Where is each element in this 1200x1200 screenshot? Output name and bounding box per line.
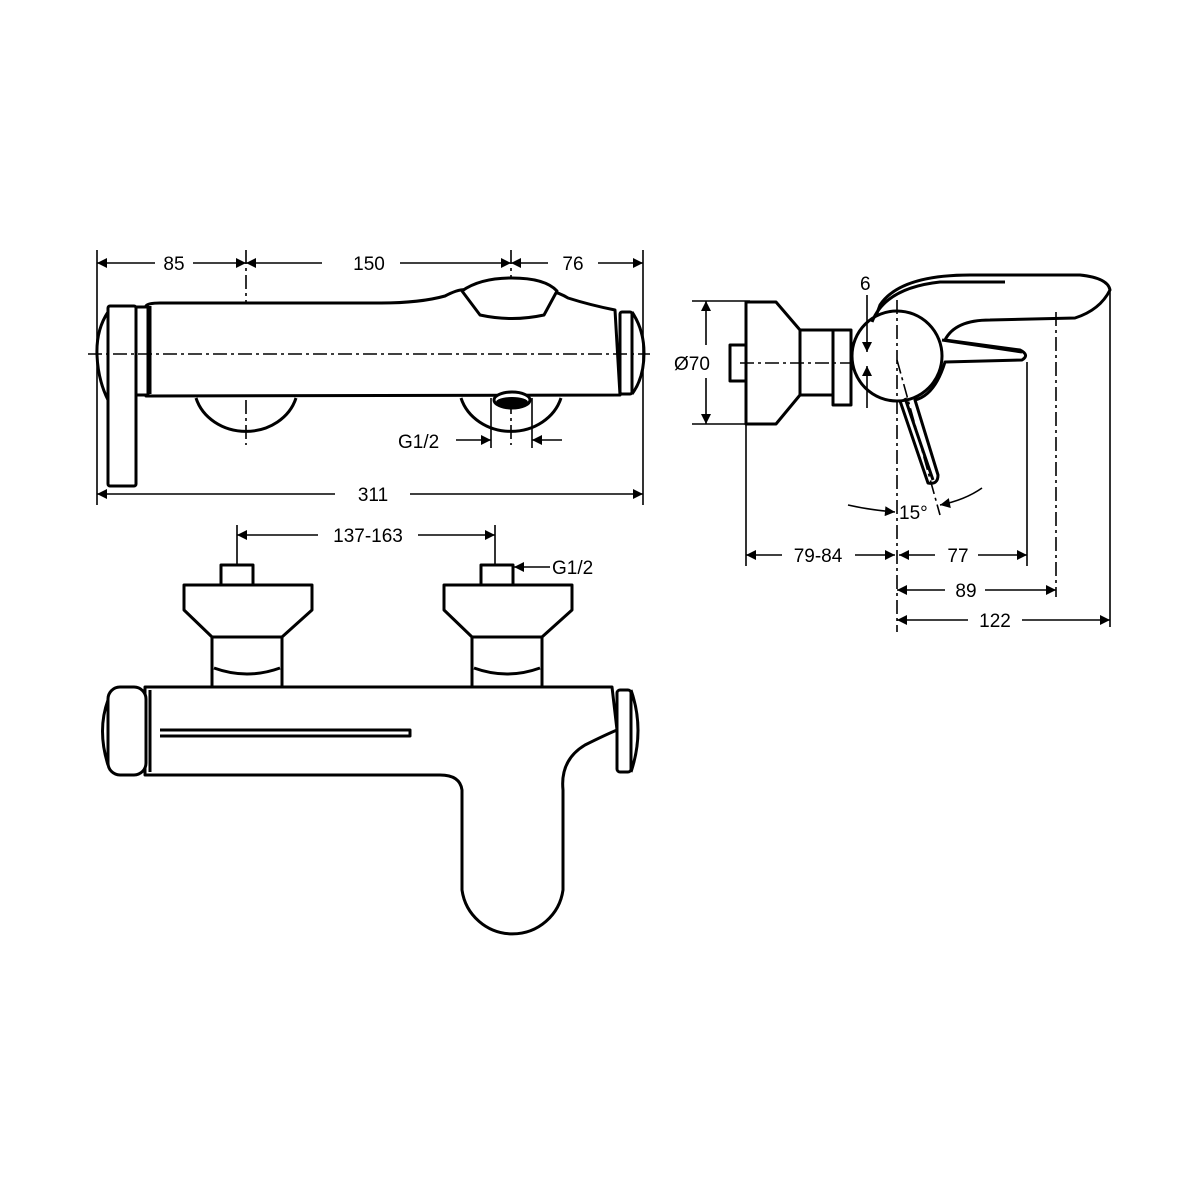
dim-76-label: 76 (562, 254, 583, 275)
connector-stem (470, 635, 544, 689)
rosette-outline (459, 397, 563, 433)
end-cap-dome (629, 689, 640, 773)
end-cap (618, 310, 634, 396)
outlet-thread-label: G1/2 (398, 432, 439, 453)
angle-line (896, 359, 941, 516)
end-cap (106, 685, 148, 777)
inlet-thread-label: G1/2 (552, 558, 593, 579)
dim-150-label: 150 (353, 254, 385, 275)
angle-arrow (847, 504, 896, 517)
diameter-label: Ø70 (674, 354, 710, 375)
outlet-thread (496, 397, 528, 407)
stem-collar (831, 328, 853, 407)
inlet-nipple (219, 563, 255, 587)
dim-311-label: 311 (358, 485, 388, 506)
handle-collar (134, 305, 150, 397)
dim-79-84-label: 79-84 (794, 546, 843, 567)
angle-arrow (939, 487, 983, 508)
side-view: Ø70 6 15° 79-84 7 (674, 273, 1112, 632)
stem-edge (213, 666, 281, 676)
dim-89-label: 89 (955, 581, 976, 602)
dim-137-163-label: 137-163 (333, 526, 403, 547)
end-cap-dome (101, 699, 110, 766)
top-view: 85 150 76 G1/2 311 (88, 250, 650, 506)
end-cap-dome (630, 311, 646, 395)
connector-stem (210, 635, 284, 689)
lever-handle (106, 304, 138, 488)
stem-edge (473, 666, 541, 676)
handle-cap (95, 311, 110, 401)
lever-edge (941, 338, 1023, 354)
wall-rosette (442, 583, 574, 639)
wall-rosette (182, 583, 314, 639)
dim-85-label: 85 (163, 254, 184, 275)
angle-label: 15° (899, 503, 928, 524)
dim-77-label: 77 (947, 546, 968, 567)
mixer-body-spout (143, 685, 619, 936)
dim-122-label: 122 (979, 611, 1011, 632)
thermostat-knob (460, 276, 559, 320)
body-groove (160, 728, 412, 738)
rosette-outline (194, 397, 298, 433)
inlet-nipple (479, 563, 515, 587)
lever-edge (870, 280, 1005, 323)
offset-label: 6 (860, 274, 871, 295)
end-cap (615, 688, 633, 774)
front-view: 137-163 G1/2 (101, 525, 640, 936)
